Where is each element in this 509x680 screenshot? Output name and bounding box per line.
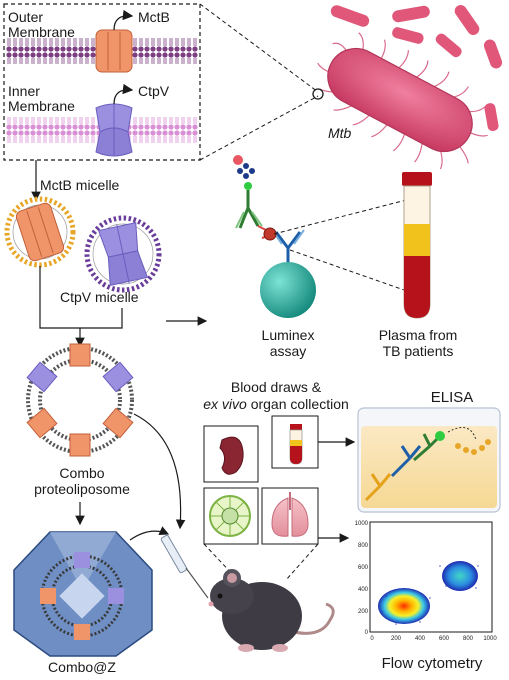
plasma-connector-bottom [289,249,405,291]
plasma-tube-icon [402,172,432,319]
luminex-label-1: Luminex [262,327,315,343]
ctpv-pointer-arrow [113,83,134,105]
flow-x-tick: 1000 [483,636,497,642]
mctb-protein-icon [95,29,133,73]
ctpv-label: CtpV [138,83,170,99]
luminex-label-2: assay [270,343,307,359]
flow-x-ticks: 0 200 400 600 800 1000 [370,636,497,642]
blood-draws-label-2: ex vivo organ collection [203,396,349,412]
flow-y-ticks: 1000 800 600 400 200 0 [355,521,369,636]
flow-cytometry-label: Flow cytometry [382,655,483,672]
blood-tube-icon [289,424,303,465]
mtb-bacterium-icon [317,32,488,170]
flow-x-tick: 0 [370,636,374,642]
blood-draws-label-1: Blood draws & [231,379,322,395]
flow-y-tick: 200 [358,609,369,615]
mctb-label: MctB [138,9,170,25]
elisa-well-icon [357,407,501,513]
plasma-connector-top [273,197,415,235]
flow-y-tick: 400 [358,587,369,593]
flow-y-tick: 0 [365,630,369,636]
mctb-micelle-icon [4,196,76,268]
outer-membrane-label-1: Outer [8,9,43,25]
flow-y-tick: 600 [358,565,369,571]
plasma-label-2: TB patients [383,343,454,359]
combo-label-1: Combo [59,465,104,481]
combo-label-2: proteoliposome [34,481,130,497]
crystal-to-mouse-arrow [129,526,170,541]
ctpv-micelle-label: CtpV micelle [60,289,139,305]
ctpv-micelle-icon [84,215,162,293]
luminex-bead-icon [260,229,316,318]
flow-x-tick: 400 [415,636,426,642]
flow-x-tick: 200 [391,636,402,642]
combo-proteoliposome-icon [26,343,134,457]
flow-cytometry-plot [369,521,493,633]
mtb-bacteria-cluster [330,4,503,132]
lungs-icon [271,492,309,537]
inner-membrane-label-2: Membrane [8,98,75,114]
plasma-label-1: Plasma from [379,327,458,343]
membrane-panel-border [3,3,201,161]
flow-y-tick: 1000 [355,521,369,527]
ctpv-protein-icon [95,103,133,157]
mctb-pointer-arrow [113,9,134,31]
flow-y-tick: 800 [358,543,369,549]
zoom-line-top [199,3,319,93]
antigen-complex-icon [257,225,277,241]
combo-z-crystal-icon [13,531,153,657]
mtb-label: Mtb [328,125,352,141]
lymph-node-icon [209,495,251,537]
flow-x-tick: 800 [463,636,474,642]
zoom-line-bottom [199,95,319,161]
flow-x-tick: 600 [439,636,450,642]
organs-to-mouse-dash-right [285,543,319,581]
mouse-icon [208,569,335,652]
combo-z-label: Combo@Z [48,659,116,675]
elisa-label: ELISA [431,389,474,406]
proteoliposome-to-mouse-arrow [133,413,186,530]
bacterium-zoom-marker [312,88,324,100]
spleen-icon [219,436,244,475]
outer-membrane-label-2: Membrane [8,24,75,40]
detection-antibody-icon [233,155,263,229]
syringe-icon [160,534,209,599]
combine-bracket [39,266,123,329]
inner-membrane-label-1: Inner [8,83,40,99]
mctb-micelle-label: MctB micelle [40,177,120,193]
